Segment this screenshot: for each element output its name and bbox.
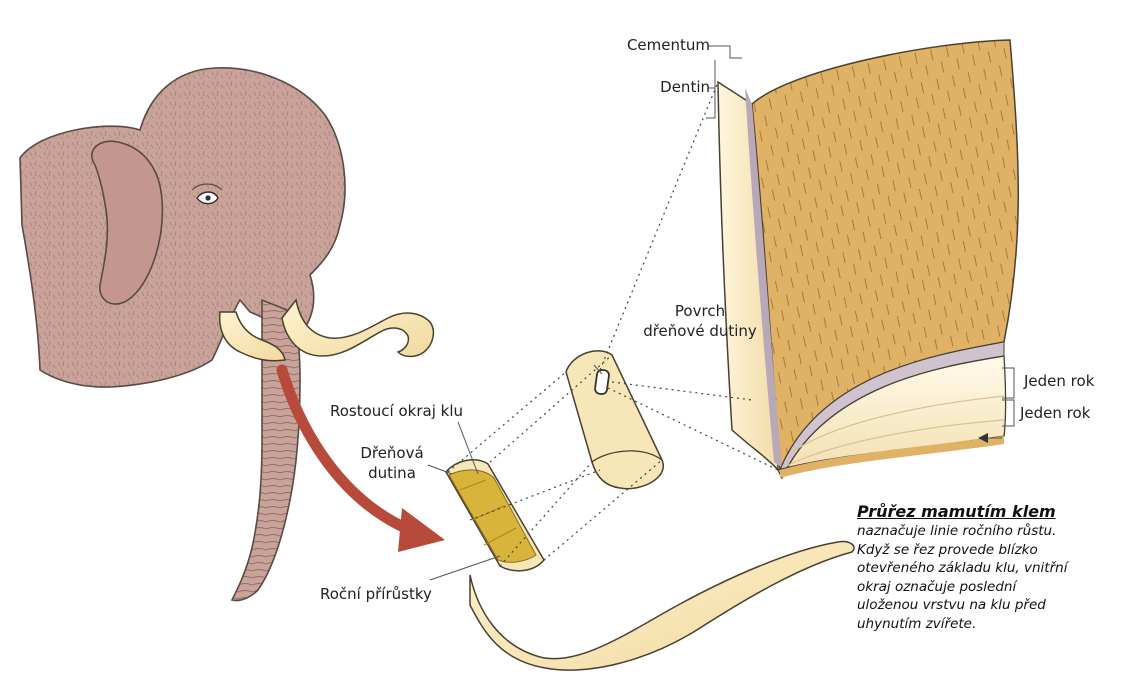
label-pulp-surface-line1: Povrch xyxy=(625,302,775,321)
caption: Průřez mamutím klem naznačuje linie ročn… xyxy=(857,502,1119,634)
caption-title: Průřez mamutím klem xyxy=(857,502,1119,522)
label-pulp-cavity-line2: dutina xyxy=(356,464,428,483)
label-cementum: Cementum xyxy=(612,36,710,55)
mammoth-head xyxy=(20,68,433,601)
caption-line: naznačuje linie ročního růstu. xyxy=(857,522,1119,541)
label-pulp-cavity-line1: Dřeňová xyxy=(356,444,428,463)
label-one-year-b: Jeden rok xyxy=(1020,404,1090,423)
label-annual-increments: Roční přírůstky xyxy=(320,585,432,604)
tusk-block-large xyxy=(718,40,1018,478)
label-one-year-a: Jeden rok xyxy=(1024,372,1094,391)
label-growing-edge: Rostoucí okraj klu xyxy=(330,402,463,421)
caption-line: okraj označuje poslední xyxy=(857,578,1119,597)
caption-line: uhynutím zvířete. xyxy=(857,615,1119,634)
caption-line: uloženou vrstvu na klu před xyxy=(857,596,1119,615)
tusk-section xyxy=(446,460,544,571)
label-pulp-surface-line2: dřeňové dutiny xyxy=(625,322,775,341)
caption-line: otevřeného základu klu, vnitřní xyxy=(857,559,1119,578)
caption-line: Když se řez provede blízko xyxy=(857,541,1119,560)
tusk-segment-small xyxy=(566,351,663,489)
label-dentin: Dentin xyxy=(612,78,710,97)
